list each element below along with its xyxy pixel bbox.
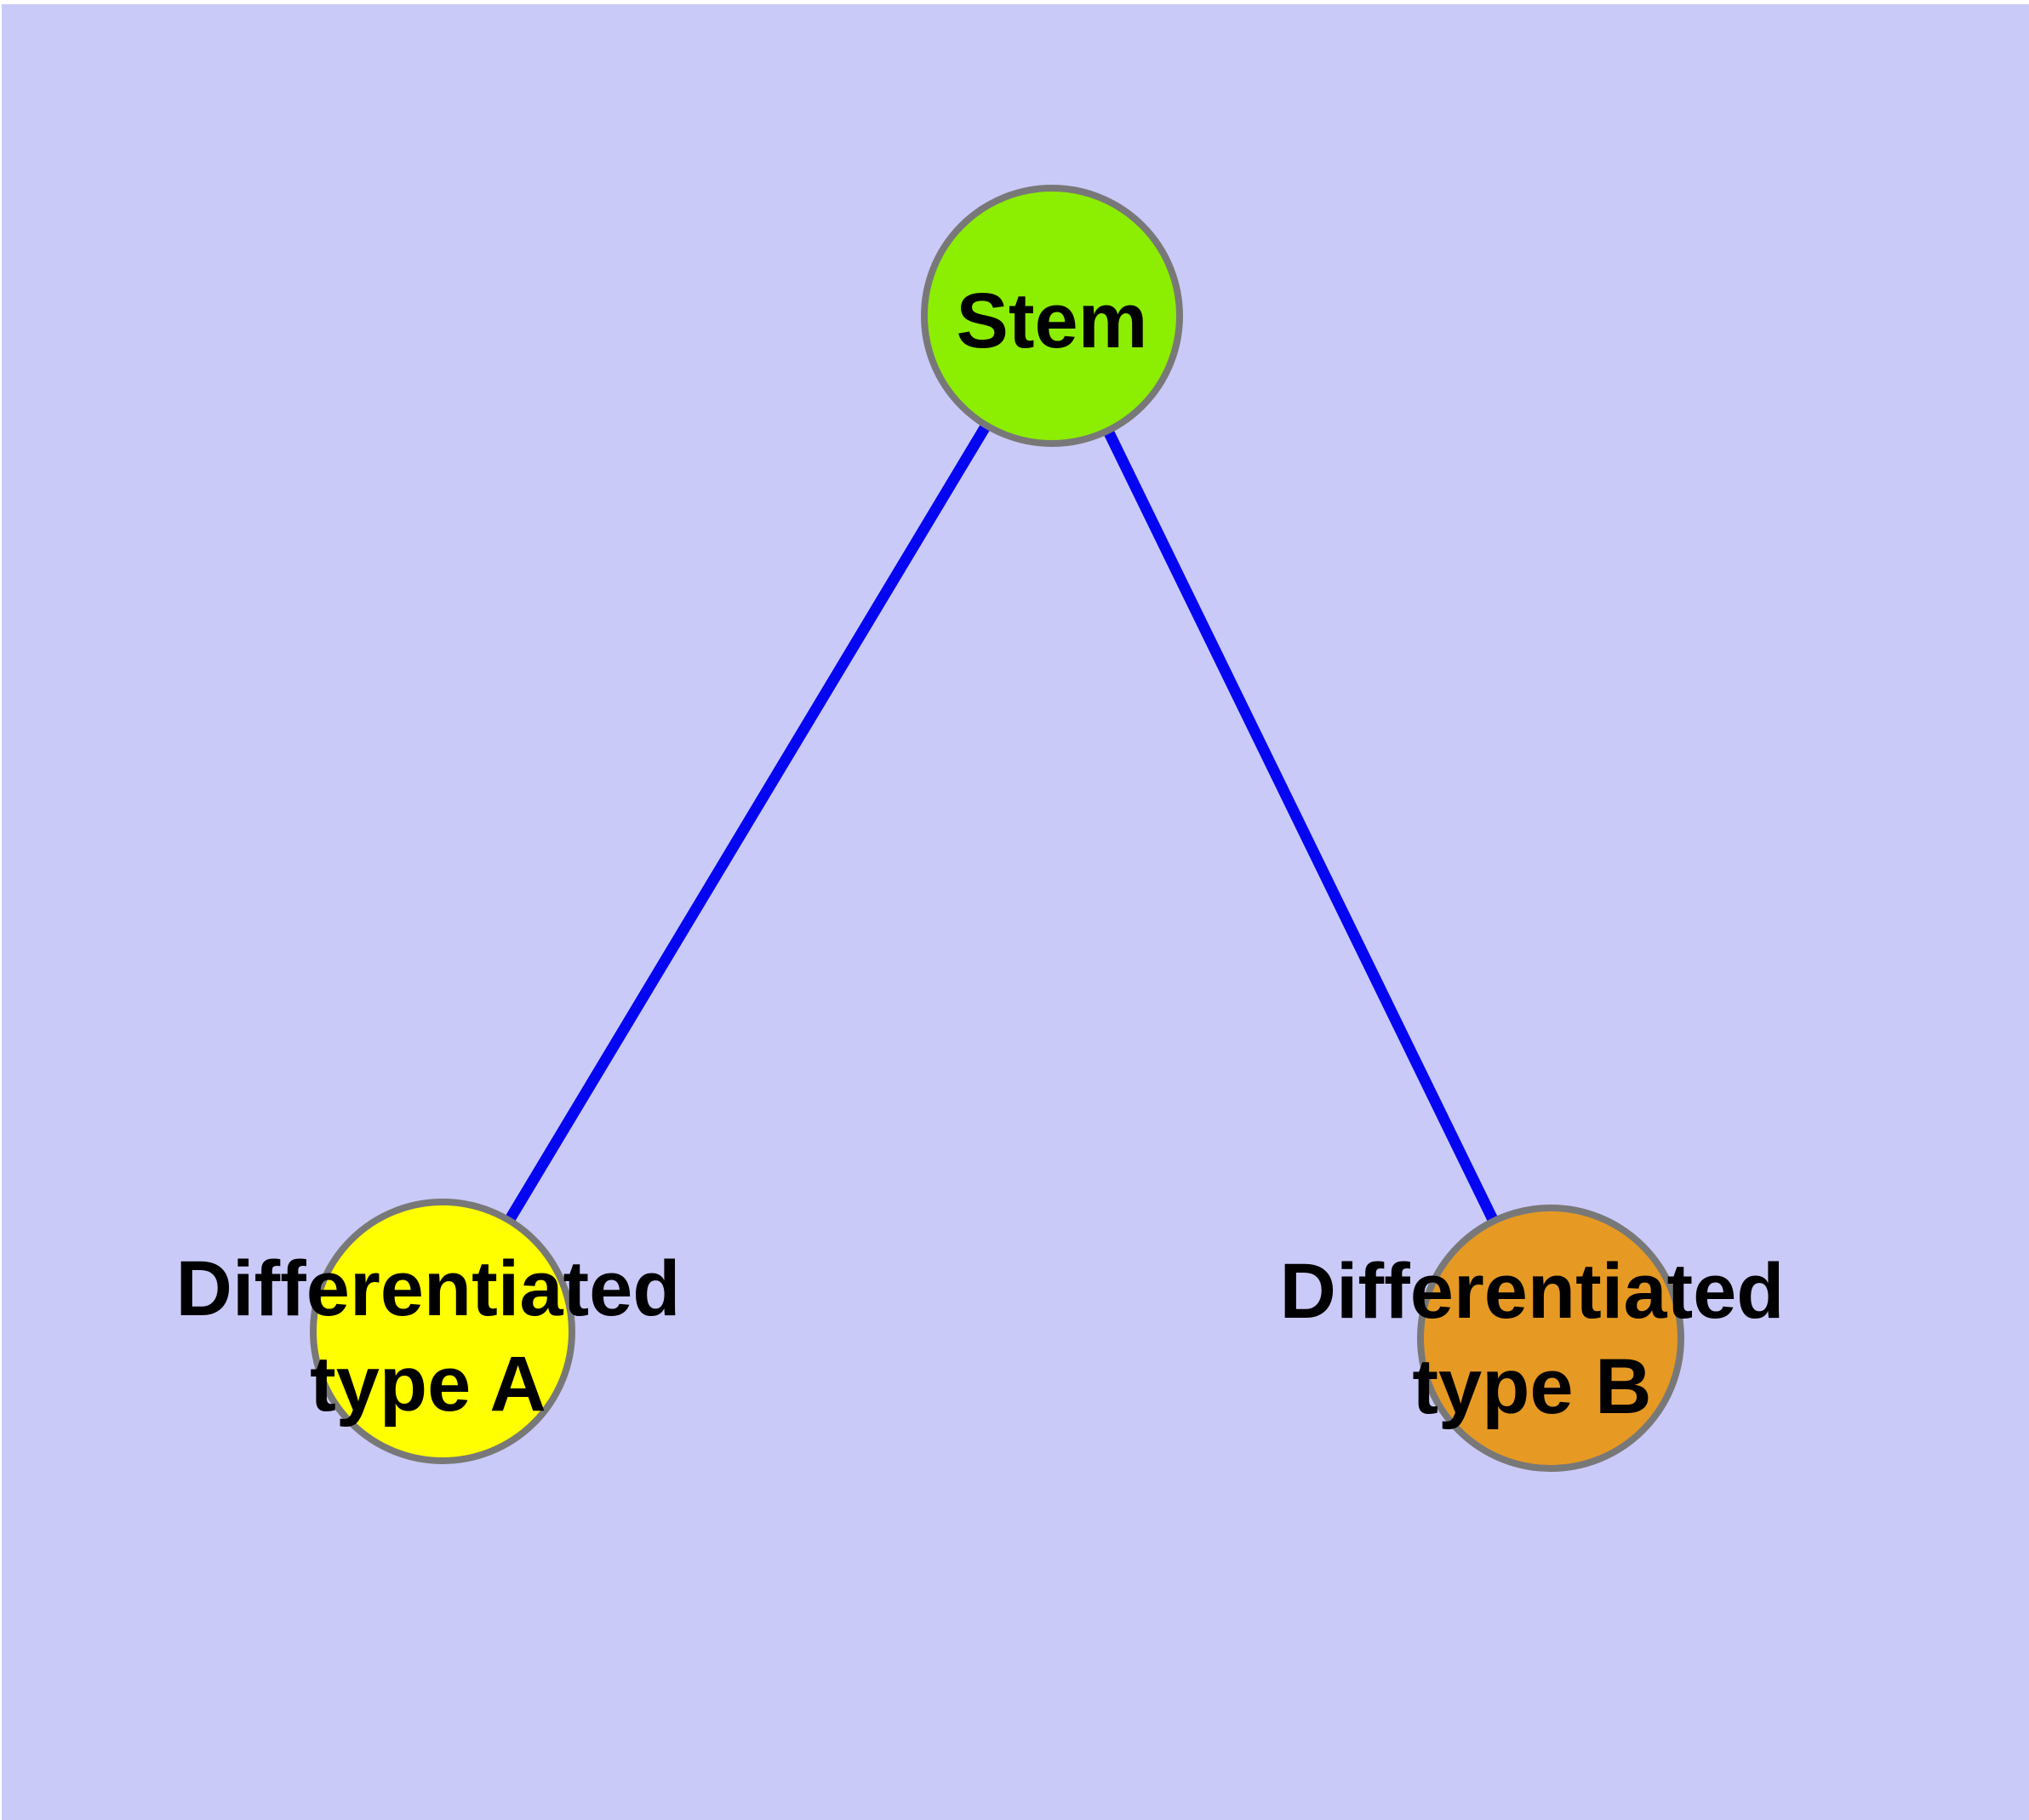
edge-stem-to-type-a (437, 312, 1057, 1335)
node-stem-circle (921, 185, 1183, 447)
edge-stem-to-type-b (1047, 313, 1556, 1341)
node-differentiated-type-b-label-line2: type B (1412, 1343, 1651, 1430)
node-differentiated-type-b-label-line1: Differentiated (1280, 1248, 1785, 1335)
node-differentiated-type-a-circle (310, 1199, 575, 1464)
node-differentiated-type-a-label-line1: Differentiated (176, 1245, 681, 1332)
node-differentiated-type-a-label-line2: type A (310, 1341, 546, 1428)
node-stem-label: Stem (957, 278, 1148, 364)
node-differentiated-type-b-circle (1417, 1205, 1684, 1472)
